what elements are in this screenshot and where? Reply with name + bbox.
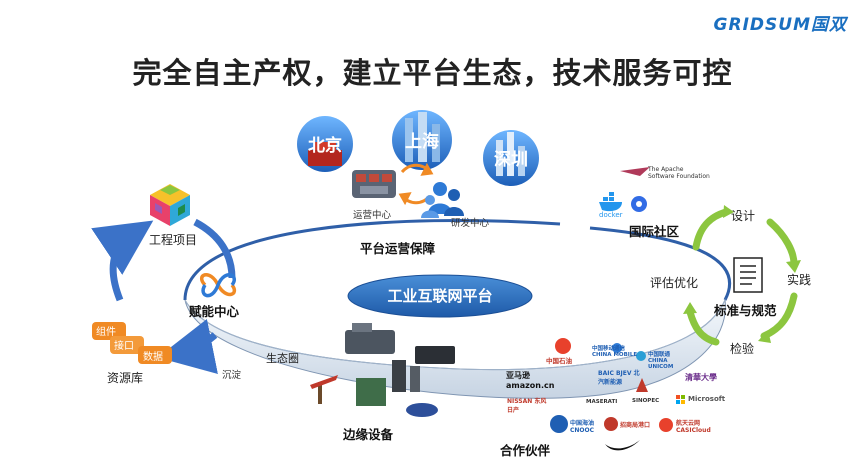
cycle-arrow-down <box>157 319 218 374</box>
sediment-label: 沉淀 <box>222 370 242 381</box>
partner-tsinghua: 清華大學 <box>685 373 717 382</box>
cycle-standard-label: 标准与规范 <box>714 303 777 318</box>
ecosystem-label: 生态圈 <box>266 352 299 365</box>
city-shanghai-icon <box>392 110 452 170</box>
partner-maserati: MASERATI <box>586 399 618 405</box>
city-shenzhen-label: 深圳 <box>494 149 528 170</box>
city-shenzhen-icon <box>483 130 539 186</box>
platform-ellipse <box>347 274 533 318</box>
cycle-design-label: 设计 <box>731 209 756 223</box>
partner-casicloud: 航天云网 CASICloud <box>676 420 711 434</box>
partner-cnooc: 中国海油 CNOOC <box>570 420 595 434</box>
green-arrow-heads <box>683 205 801 343</box>
partner-china-unicom: 中国联通 CHINA UNICOM <box>648 352 674 370</box>
community-label: 国际社区 <box>629 224 680 239</box>
resource-cylinders-icon <box>92 322 172 364</box>
apache-label: The Apache Software Foundation <box>648 166 710 180</box>
enablement-label: 赋能中心 <box>189 304 240 319</box>
document-icon <box>733 257 763 293</box>
city-shanghai-label: 上海 <box>405 131 439 152</box>
ops-guarantee-label: 平台运营保障 <box>360 241 436 256</box>
engineering-cube-icon <box>150 184 190 226</box>
partner-china-mobile: 中国移动通信 CHINA MOBILE <box>592 346 638 358</box>
partner-nissan: NISSAN 东风日产 <box>507 398 547 414</box>
block-interface: 接口 <box>114 341 134 352</box>
rd-center-icon <box>421 182 464 218</box>
gridsum-logo: GRIDSUM国双 <box>713 15 847 35</box>
block-component: 组件 <box>96 327 116 338</box>
docker-label: docker <box>599 211 623 219</box>
cycle-arrow-up <box>91 220 154 302</box>
resource-label: 资源库 <box>107 371 144 385</box>
docker-logo-icon <box>599 192 622 212</box>
partner-amazon: 亚马逊 amazon.cn <box>506 371 555 390</box>
platform-label: 工业互联网平台 <box>387 287 493 305</box>
partner-petrochina: 中国石油 <box>546 357 572 365</box>
cycle-arrow-right <box>193 218 236 279</box>
ecosystem-ring <box>183 219 732 399</box>
ops-center-label: 运营中心 <box>353 210 392 221</box>
block-data: 数据 <box>143 352 163 363</box>
green-cycle-arrows <box>686 208 798 346</box>
rd-center-label: 研发中心 <box>451 218 490 229</box>
partner-china-merchants: 招商局港口 <box>620 422 651 429</box>
apache-logo-icon <box>620 167 650 176</box>
partner-microsoft: Microsoft <box>688 395 726 403</box>
kubernetes-logo-icon <box>631 196 647 212</box>
enablement-loop-icon <box>199 273 237 298</box>
edge-devices-icon <box>310 323 455 417</box>
cycle-check-label: 检验 <box>730 342 755 356</box>
ops-center-icon <box>352 170 396 198</box>
page-title: 完全自主产权，建立平台生态，技术服务可控 <box>132 56 733 90</box>
engineering-label: 工程项目 <box>149 233 198 247</box>
partner-logo-marks <box>550 338 685 451</box>
city-beijing-label: 北京 <box>308 135 342 156</box>
cycle-practice-label: 实践 <box>787 273 812 287</box>
partners-label: 合作伙伴 <box>500 443 551 458</box>
cycle-evaluate-label: 评估优化 <box>650 276 699 290</box>
city-beijing-icon <box>297 116 353 172</box>
partner-baic: BAIC BJEV 北汽新能源 <box>598 370 640 386</box>
edge-devices-label: 边缘设备 <box>343 427 394 442</box>
partner-sinopec: SINOPEC <box>632 398 660 404</box>
